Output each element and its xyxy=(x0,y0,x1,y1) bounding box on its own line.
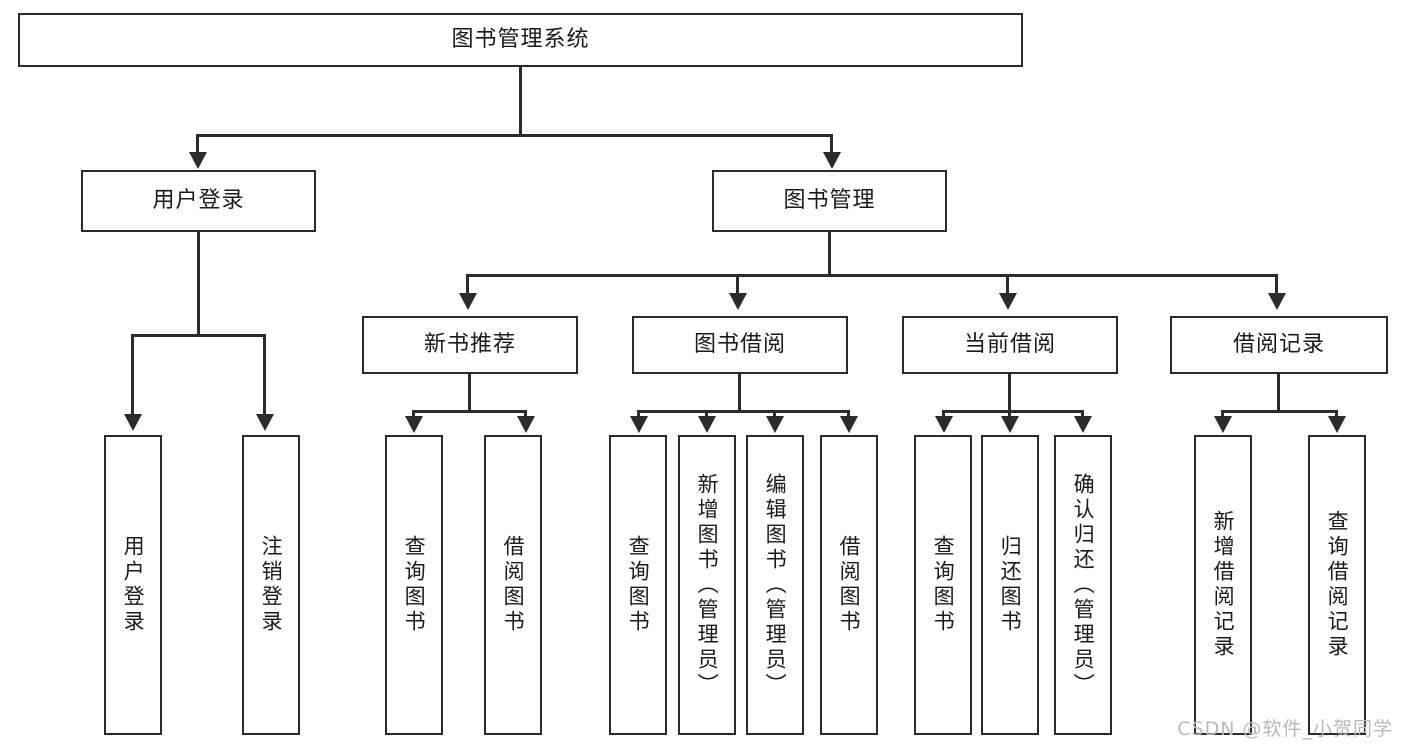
arrow-root-to-user-login xyxy=(189,152,207,169)
connector-new-book-leaf1 xyxy=(412,410,415,418)
leaf-new-book-query-book[interactable]: 查询图书 xyxy=(385,435,443,735)
node-label: 新书推荐 xyxy=(423,331,516,357)
arrow-to-book-borrow xyxy=(729,293,747,310)
arrow-user-login-leaf2 xyxy=(256,414,274,431)
node-label: 借阅图书 xyxy=(501,535,526,635)
arrow-current-borrow-leaf1 xyxy=(935,416,953,433)
leaf-new-book-borrow-book[interactable]: 借阅图书 xyxy=(484,435,542,735)
connector-current-borrow-leaf1 xyxy=(942,410,945,418)
leaf-borrow-record-add-record[interactable]: 新增借阅记录 xyxy=(1194,435,1252,735)
connector-root-stem xyxy=(519,67,522,135)
leaf-borrow-record-query-record[interactable]: 查询借阅记录 xyxy=(1308,435,1366,735)
node-label: 查询图书 xyxy=(931,535,956,635)
connector-borrow-record-bus xyxy=(1221,410,1338,413)
node-label: 图书管理 xyxy=(783,187,876,213)
arrow-borrow-record-leaf2 xyxy=(1328,416,1346,433)
arrow-current-borrow-leaf2 xyxy=(1001,416,1019,433)
node-current-borrow[interactable]: 当前借阅 xyxy=(902,316,1118,374)
connector-new-book-stem xyxy=(468,374,471,412)
node-label: 确认归还（管理员） xyxy=(1071,472,1096,698)
arrow-book-borrow-leaf4 xyxy=(840,416,858,433)
connector-to-current-borrow xyxy=(1006,274,1009,296)
connector-book-borrow-leaf3 xyxy=(773,410,776,418)
connector-current-borrow-stem xyxy=(1008,374,1011,412)
arrow-current-borrow-leaf3 xyxy=(1074,416,1092,433)
node-label: 新增图书（管理员） xyxy=(695,472,720,698)
connector-level3-bus xyxy=(466,274,1278,277)
node-new-book-recommend[interactable]: 新书推荐 xyxy=(362,316,578,374)
node-label: 借阅图书 xyxy=(837,535,862,635)
connector-new-book-leaf2 xyxy=(524,410,527,418)
node-label: 图书借阅 xyxy=(693,331,786,357)
connector-book-borrow-leaf2 xyxy=(705,410,708,418)
node-label: 查询图书 xyxy=(402,535,427,635)
connector-user-login-bus xyxy=(131,334,266,337)
connector-root-to-user-login xyxy=(196,134,199,156)
connector-book-management-stem xyxy=(828,232,831,276)
node-user-login[interactable]: 用户登录 xyxy=(81,170,316,232)
arrow-to-new-book xyxy=(459,293,477,310)
node-label: 图书管理系统 xyxy=(451,26,590,52)
node-label: 归还图书 xyxy=(998,535,1023,635)
connector-current-borrow-leaf2 xyxy=(1008,410,1011,418)
connector-root-bus xyxy=(196,134,833,137)
leaf-book-borrow-query-book[interactable]: 查询图书 xyxy=(609,435,667,735)
connector-current-borrow-leaf3 xyxy=(1081,410,1084,418)
connector-book-borrow-leaf1 xyxy=(637,410,640,418)
connector-book-borrow-bus xyxy=(637,410,850,413)
node-label: 借阅记录 xyxy=(1232,331,1325,357)
leaf-book-borrow-edit-book-admin[interactable]: 编辑图书（管理员） xyxy=(746,435,804,735)
arrow-book-borrow-leaf3 xyxy=(766,416,784,433)
connector-root-to-book-manage xyxy=(830,134,833,156)
leaf-current-borrow-query-book[interactable]: 查询图书 xyxy=(914,435,972,735)
leaf-book-borrow-borrow-book[interactable]: 借阅图书 xyxy=(820,435,878,735)
node-label: 用户登录 xyxy=(152,187,245,213)
node-label: 当前借阅 xyxy=(963,331,1056,357)
arrow-new-book-leaf2 xyxy=(517,416,535,433)
node-label: 注销登录 xyxy=(259,535,284,635)
node-label: 新增借阅记录 xyxy=(1211,510,1236,660)
node-label: 用户登录 xyxy=(121,535,146,635)
arrow-new-book-leaf1 xyxy=(405,416,423,433)
connector-book-borrow-stem xyxy=(738,374,741,412)
arrow-to-borrow-record xyxy=(1268,293,1286,310)
node-book-management[interactable]: 图书管理 xyxy=(712,170,947,232)
node-root-system[interactable]: 图书管理系统 xyxy=(18,13,1023,67)
connector-book-borrow-leaf4 xyxy=(847,410,850,418)
connector-new-book-bus xyxy=(412,410,527,413)
connector-borrow-record-stem xyxy=(1277,374,1280,412)
arrow-root-to-book-manage xyxy=(823,152,841,169)
connector-to-book-borrow xyxy=(736,274,739,296)
connector-borrow-record-leaf1 xyxy=(1221,410,1224,418)
connector-user-login-leaf1 xyxy=(131,334,134,416)
node-book-borrow[interactable]: 图书借阅 xyxy=(632,316,848,374)
leaf-book-borrow-add-book-admin[interactable]: 新增图书（管理员） xyxy=(678,435,736,735)
leaf-current-borrow-confirm-return-admin[interactable]: 确认归还（管理员） xyxy=(1054,435,1112,735)
connector-current-borrow-bus xyxy=(942,410,1084,413)
node-label: 查询借阅记录 xyxy=(1325,510,1350,660)
leaf-current-borrow-return-book[interactable]: 归还图书 xyxy=(981,435,1039,735)
arrow-borrow-record-leaf1 xyxy=(1214,416,1232,433)
leaf-logout-login[interactable]: 注销登录 xyxy=(242,435,300,735)
arrow-to-current-borrow xyxy=(999,293,1017,310)
node-label: 编辑图书（管理员） xyxy=(763,472,788,698)
arrow-book-borrow-leaf2 xyxy=(698,416,716,433)
connector-to-new-book xyxy=(466,274,469,296)
connector-borrow-record-leaf2 xyxy=(1335,410,1338,418)
leaf-user-login[interactable]: 用户登录 xyxy=(104,435,162,735)
connector-user-login-leaf2 xyxy=(263,334,266,416)
arrow-user-login-leaf1 xyxy=(124,414,142,431)
connector-to-borrow-record xyxy=(1275,274,1278,296)
node-label: 查询图书 xyxy=(626,535,651,635)
watermark: CSDN @软件_小贺同学 xyxy=(1177,718,1393,740)
node-borrow-record[interactable]: 借阅记录 xyxy=(1170,316,1388,374)
arrow-book-borrow-leaf1 xyxy=(630,416,648,433)
connector-user-login-stem xyxy=(197,232,200,336)
